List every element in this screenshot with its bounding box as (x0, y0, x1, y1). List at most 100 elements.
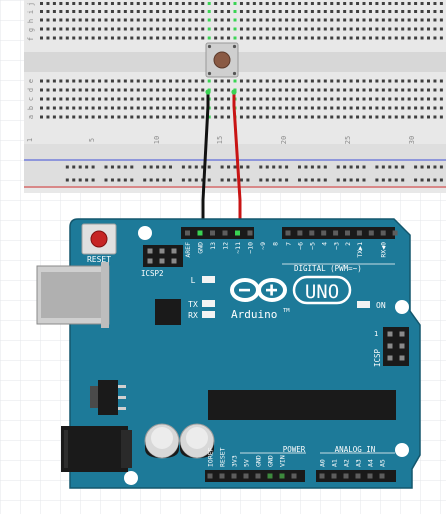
breadboard-hole (162, 88, 166, 92)
breadboard-hole (85, 36, 89, 40)
rail-hole (130, 178, 134, 182)
breadboard-hole (375, 88, 379, 92)
rail-hole (85, 178, 89, 182)
breadboard-hole (169, 10, 172, 13)
breadboard-hole (375, 36, 379, 40)
rail-hole (239, 165, 243, 169)
pushbutton[interactable] (205, 42, 239, 78)
breadboard-hole (291, 2, 295, 5)
breadboard-hole (149, 10, 153, 13)
breadboard-hole (98, 115, 102, 119)
icsp-pin (387, 355, 393, 361)
rail-hole (220, 178, 224, 182)
breadboard-hole (388, 115, 392, 119)
breadboard-hole (356, 18, 360, 22)
arduino-text: Arduino (231, 308, 277, 321)
breadboard-hole (188, 79, 192, 83)
breadboard-hole (336, 106, 340, 110)
breadboard-hole (381, 115, 385, 119)
breadboard-hole (188, 106, 192, 110)
breadboard-hole (388, 36, 392, 40)
breadboard-hole (46, 97, 50, 101)
breadboard-hole (65, 106, 69, 110)
breadboard-hole (427, 106, 430, 110)
rail-hole (181, 165, 185, 169)
breadboard-hole (298, 36, 301, 40)
dc-jack-body (61, 426, 128, 472)
led-on (357, 301, 370, 308)
breadboard-hole (117, 106, 121, 110)
breadboard-hole (304, 79, 308, 83)
breadboard-hole (252, 79, 256, 83)
breadboard-hole (162, 27, 166, 31)
breadboard-hole (304, 27, 308, 31)
breadboard-hole (181, 97, 185, 101)
breadboard-hole (394, 79, 398, 83)
breadboard-hole (98, 10, 102, 13)
breadboard-hole (343, 106, 347, 110)
breadboard-hole (362, 115, 366, 119)
breadboard-hole (162, 97, 166, 101)
rail-hole (246, 178, 250, 182)
header-pin (321, 230, 327, 236)
rail-hole (336, 165, 340, 169)
breadboard-hole (156, 18, 160, 22)
breadboard-hole (194, 2, 198, 5)
rail-hole (375, 178, 379, 182)
reset-button-cap[interactable] (90, 230, 108, 248)
breadboard-hole (123, 10, 127, 13)
breadboard-hole (40, 36, 43, 40)
rail-hole (117, 165, 121, 169)
arduino-board (69, 218, 421, 489)
breadboard-hole (388, 27, 392, 31)
breadboard-hole (330, 106, 334, 110)
breadboard-hole (130, 88, 134, 92)
atmega328-chip (208, 390, 396, 420)
breadboard-hole (259, 36, 263, 40)
breadboard-hole (356, 106, 360, 110)
breadboard-hole (201, 106, 205, 110)
wire-red-pin11[interactable] (232, 90, 242, 234)
column-number-30: 30 (408, 136, 416, 144)
rail-hole (323, 165, 327, 169)
rail-hole (194, 165, 198, 169)
breadboard-hole (356, 27, 360, 31)
breadboard-hole (175, 2, 179, 5)
breadboard-hole (227, 79, 231, 83)
voltage-regulator (90, 380, 126, 415)
breadboard-hole (175, 88, 179, 92)
breadboard-hole (65, 10, 69, 13)
breadboard-hole (104, 79, 108, 83)
breadboard-hole (336, 18, 340, 22)
breadboard-hole (246, 106, 250, 110)
breadboard-hole (156, 10, 160, 13)
breadboard-hole (291, 97, 295, 101)
power-pin-labels: IOREF RESET 3V3 5V GND GND VIN (207, 447, 287, 467)
breadboard-hole (136, 10, 140, 13)
led-on-label: ON (376, 301, 386, 310)
breadboard-hole (298, 18, 301, 22)
breadboard-hole (336, 10, 340, 13)
icsp-label: ICSP (373, 348, 382, 367)
rail-hole (304, 178, 308, 182)
breadboard-hole (439, 10, 443, 13)
rail-hole (188, 165, 192, 169)
breadboard-hole (169, 2, 172, 5)
breadboard-hole (91, 36, 95, 40)
reset-button[interactable] (81, 223, 117, 255)
breadboard-hole (175, 18, 179, 22)
power-pin-3v3: 3V3 (231, 455, 239, 467)
breadboard-hole (362, 27, 366, 31)
breadboard-hole (394, 18, 398, 22)
rail-hole (194, 178, 198, 182)
breadboard-hole (110, 79, 114, 83)
breadboard-hole (420, 115, 424, 119)
breadboard-hole (169, 88, 172, 92)
breadboard-hole (259, 97, 263, 101)
pushbutton-cap[interactable] (213, 51, 231, 69)
breadboard-hole (330, 115, 334, 119)
wire-black-gnd[interactable] (201, 90, 210, 234)
breadboard-hole (72, 10, 76, 13)
breadboard-hole (323, 2, 327, 5)
breadboard-hole (349, 115, 353, 119)
